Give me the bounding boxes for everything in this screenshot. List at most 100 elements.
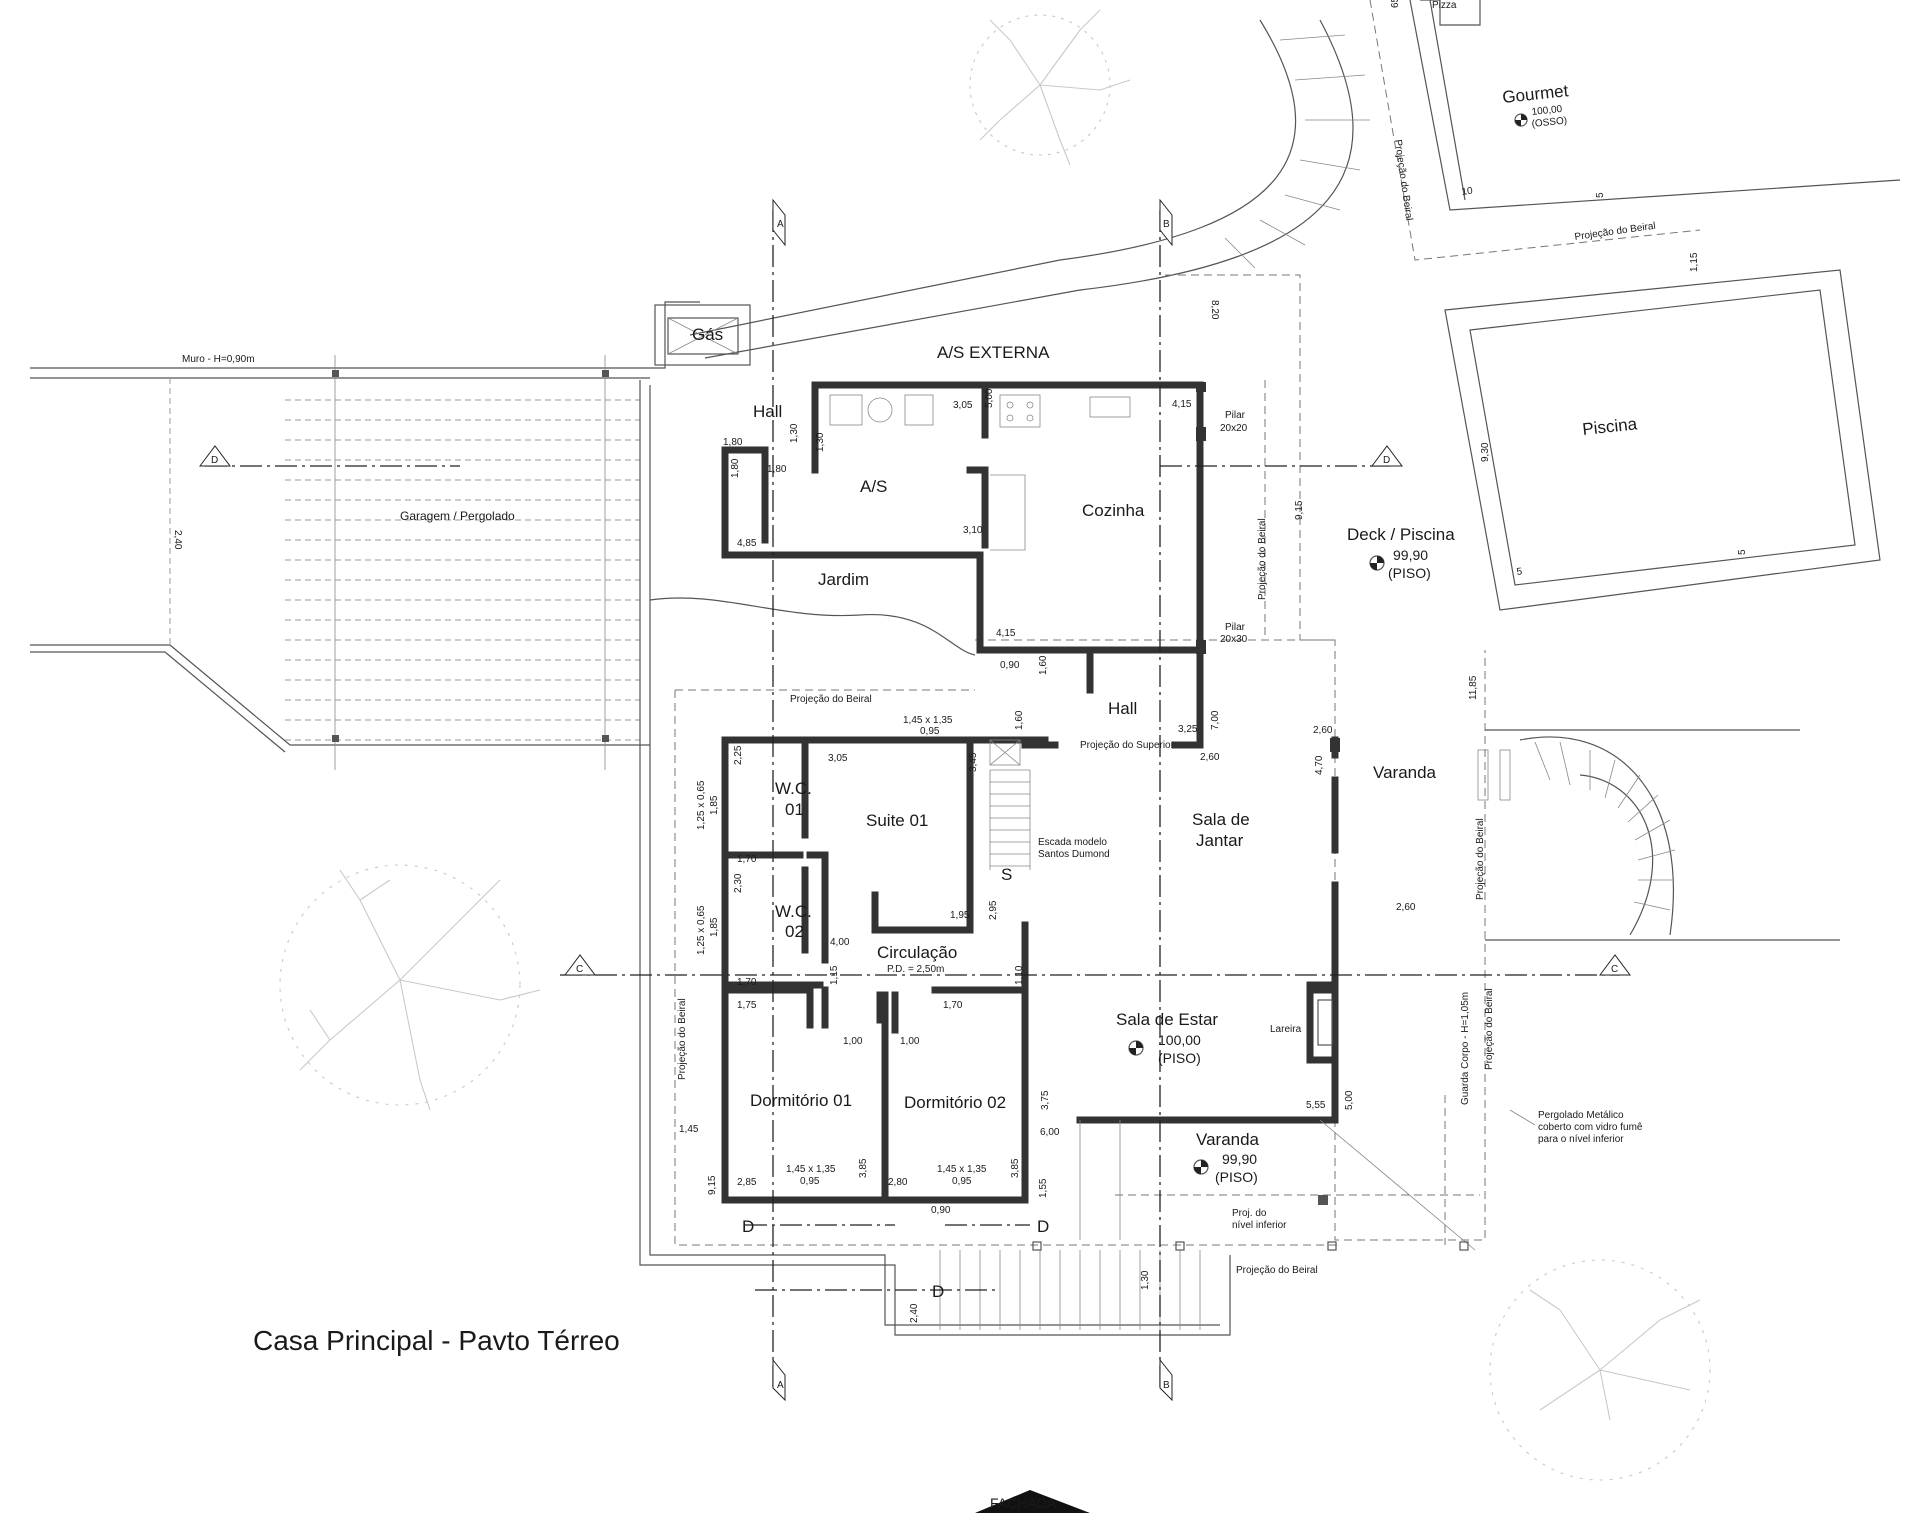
svg-text:2,60: 2,60: [1396, 902, 1416, 913]
stair-s-label: S: [1001, 865, 1012, 884]
fireplace: Lareira: [1270, 981, 1339, 1064]
svg-text:1,30: 1,30: [1140, 1270, 1151, 1290]
svg-text:1,45 x 1,35: 1,45 x 1,35: [786, 1164, 836, 1175]
svg-text:0,90: 0,90: [1000, 660, 1020, 671]
boundary: [639, 274, 1486, 1336]
svg-text:5: 5: [1595, 192, 1606, 198]
svg-text:D: D: [932, 1282, 944, 1301]
wc1-label-b: 01: [785, 800, 804, 819]
pergolado-label-3: para o nível inferior: [1538, 1134, 1624, 1145]
pilar2-size: 20x30: [1220, 634, 1248, 645]
escada-label-2: Santos Dumond: [1038, 849, 1110, 860]
svg-text:2,95: 2,95: [988, 900, 999, 920]
garden-curve: [649, 597, 976, 656]
svg-text:1,70: 1,70: [737, 977, 757, 988]
svg-text:1,15: 1,15: [829, 965, 840, 985]
section-marker-b-bottom: B: [1159, 1358, 1173, 1402]
svg-text:1,85: 1,85: [709, 917, 720, 937]
deck-level: 99,90: [1393, 547, 1428, 563]
proj-superior-label: Projeção do Superior: [1080, 740, 1175, 751]
svg-text:2,25: 2,25: [733, 745, 744, 765]
proj-beiral-left-label: Projeção do Beiral: [677, 998, 688, 1080]
svg-text:6,00: 6,00: [1040, 1127, 1060, 1138]
page-title: Casa Principal - Pavto Térreo: [253, 1325, 620, 1356]
svg-text:0,95: 0,95: [800, 1176, 820, 1187]
gourmet-level: 100,00: [1531, 104, 1563, 118]
proj-beiral-rightside-label: Projeção do Beiral: [1475, 818, 1486, 900]
svg-text:1,00: 1,00: [843, 1036, 863, 1047]
section-marker-b-top: B: [1159, 198, 1173, 247]
svg-text:5: 5: [1516, 566, 1523, 578]
svg-text:4,15: 4,15: [996, 628, 1016, 639]
proj-beiral-gourmet2-label: Projeção do Beiral: [1574, 221, 1656, 243]
stair: [989, 739, 1031, 870]
jardim-label: Jardim: [818, 570, 869, 589]
svg-text:0,95: 0,95: [952, 1176, 972, 1187]
svg-text:0,90: 0,90: [931, 1205, 951, 1216]
svg-text:1,85: 1,85: [709, 795, 720, 815]
varanda-bottom-piso: (PISO): [1215, 1169, 1258, 1185]
deck-piso: (PISO): [1388, 565, 1431, 581]
walls: [721, 381, 1339, 1204]
svg-text:1,15: 1,15: [1689, 252, 1700, 272]
svg-text:D: D: [1037, 1217, 1049, 1236]
dimension-labels: 1,80 1,30 1,30 1,80 1,80 4,85 3,05 5,00 …: [679, 0, 1748, 1323]
svg-text:1,55: 1,55: [1038, 1178, 1049, 1198]
svg-text:11,85: 11,85: [1468, 675, 1479, 700]
svg-text:1,70: 1,70: [737, 854, 757, 865]
svg-text:2,40: 2,40: [909, 1303, 920, 1323]
svg-text:9,15: 9,15: [707, 1175, 718, 1195]
svg-text:3,05: 3,05: [953, 400, 973, 411]
svg-text:D: D: [1383, 455, 1390, 466]
svg-text:1,30: 1,30: [815, 432, 826, 452]
pizza-label: Pizza: [1432, 0, 1457, 11]
deck-label: Deck / Piscina: [1347, 525, 1455, 544]
svg-text:1,30: 1,30: [789, 423, 800, 443]
svg-text:1,70: 1,70: [943, 1000, 963, 1011]
gas-label: Gás: [692, 325, 723, 344]
hall-top-label: Hall: [753, 402, 782, 421]
svg-text:2,80: 2,80: [888, 1177, 908, 1188]
pergolado-label-2: coberto com vidro fumê: [1538, 1122, 1643, 1133]
pilar1-size: 20x20: [1220, 423, 1248, 434]
gourmet-osso: (OSSO): [1531, 115, 1568, 130]
curved-ramp: [689, 19, 1370, 359]
svg-text:1,95: 1,95: [950, 910, 970, 921]
proj-nivel-label-1: Proj. do: [1232, 1208, 1267, 1219]
guarda-corpo-label: Guarda Corpo - H=1,05m: [1460, 992, 1471, 1105]
wc2-label-a: W.C.: [775, 902, 812, 921]
svg-text:7,00: 7,00: [1210, 710, 1221, 730]
svg-text:9,30: 9,30: [1480, 442, 1491, 462]
svg-text:2,85: 2,85: [737, 1177, 757, 1188]
svg-text:1,80: 1,80: [730, 458, 741, 478]
svg-text:4,85: 4,85: [737, 538, 757, 549]
lareira-label: Lareira: [1270, 1024, 1302, 1035]
tree-left-icon: [279, 864, 541, 1111]
pd-label: P.D. = 2,50m: [887, 964, 944, 975]
svg-text:1,00: 1,00: [900, 1036, 920, 1047]
pool-label: Piscina: [1581, 414, 1638, 439]
level-marker-sala-icon: [1128, 1040, 1144, 1056]
wc2-label-b: 02: [785, 922, 804, 941]
sala-estar-piso: (PISO): [1158, 1050, 1201, 1066]
svg-text:1,60: 1,60: [1038, 655, 1049, 675]
section-marker-c-left: C: [564, 954, 596, 976]
dorm2-label: Dormitório 02: [904, 1093, 1006, 1112]
svg-text:10: 10: [1461, 185, 1474, 198]
varanda-bottom-level: 99,90: [1222, 1151, 1257, 1167]
pergolado-label-1: Pergolado Metálico: [1538, 1110, 1624, 1121]
svg-text:3,45: 3,45: [968, 752, 979, 772]
svg-text:9,15: 9,15: [1294, 500, 1305, 520]
svg-text:2,30: 2,30: [733, 873, 744, 893]
svg-text:C: C: [576, 964, 583, 975]
svg-text:1,45 x 1,35: 1,45 x 1,35: [903, 715, 953, 726]
svg-text:5: 5: [1737, 549, 1748, 555]
varanda-right-label: Varanda: [1373, 763, 1437, 782]
svg-text:4,70: 4,70: [1314, 755, 1325, 775]
kitchen-fixtures: [829, 394, 1131, 551]
svg-text:C: C: [1611, 964, 1618, 975]
garage-label: Garagem / Pergolado: [400, 509, 515, 523]
svg-text:B: B: [1163, 1380, 1170, 1391]
level-marker-deck-icon: [1369, 555, 1385, 571]
proj-beiral-gourmet-label: Projeção do Beiral: [1392, 139, 1414, 221]
